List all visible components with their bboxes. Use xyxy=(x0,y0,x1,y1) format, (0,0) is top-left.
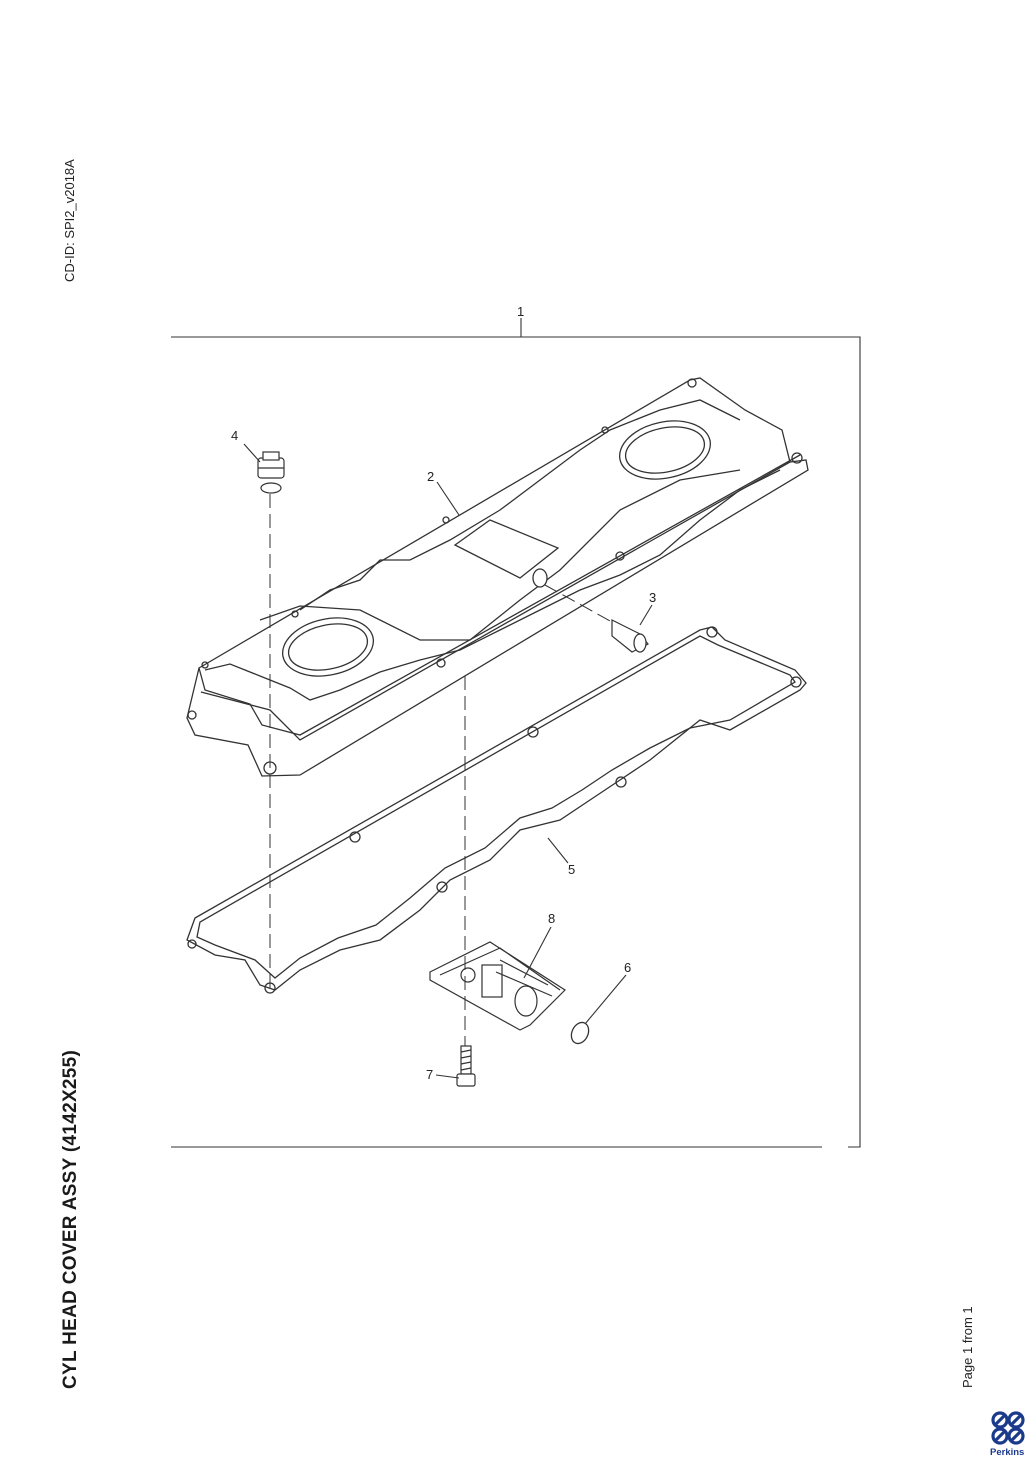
fastener-part-4 xyxy=(257,451,285,494)
brand-name: Perkins xyxy=(990,1447,1025,1458)
callout-6: 6 xyxy=(624,960,631,975)
callout-1: 1 xyxy=(517,304,524,319)
perkins-logo-icon xyxy=(991,1411,1025,1445)
callout-7: 7 xyxy=(426,1067,433,1082)
o-ring-part-6 xyxy=(570,1021,590,1045)
callout-2: 2 xyxy=(427,469,434,484)
callout-3: 3 xyxy=(649,590,656,605)
callout-4: 4 xyxy=(231,428,238,443)
bracket-part-8 xyxy=(429,941,566,1031)
assembly-frame xyxy=(171,336,861,1148)
callout-8: 8 xyxy=(548,911,555,926)
fitting-part-3 xyxy=(611,619,649,653)
head-cover xyxy=(186,377,809,777)
bolt-part-7 xyxy=(456,1045,476,1087)
gasket xyxy=(186,626,807,994)
callout-5: 5 xyxy=(568,862,575,877)
